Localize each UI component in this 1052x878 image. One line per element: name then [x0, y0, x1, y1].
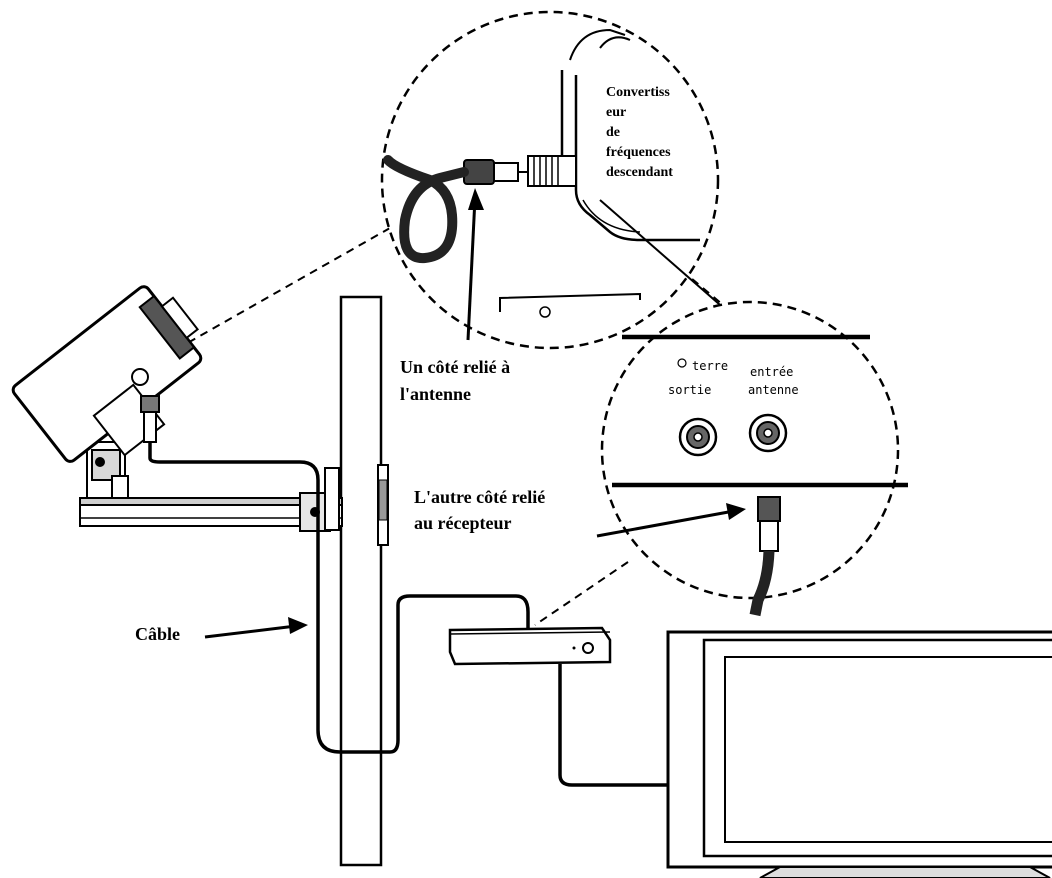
mounting-pole	[339, 295, 389, 867]
zoom-circle-receiver	[596, 300, 908, 617]
output-label: sortie	[668, 383, 711, 397]
receiver-side-label-line-1: L'autre côté relié	[414, 487, 545, 507]
cable-arrow	[204, 617, 308, 639]
input-label-line-2: antenne	[748, 383, 799, 397]
television	[666, 630, 1052, 878]
receiver-tv-cable	[558, 664, 668, 787]
ground-label: terre	[692, 359, 728, 373]
ground-terminal-icon	[677, 358, 687, 368]
converter-label-line-1: Convertiss	[606, 85, 670, 100]
converter-label: Convertiss eur de fréquences descendant	[606, 85, 673, 180]
antenna-connector	[140, 395, 160, 443]
converter-label-line-3: de	[606, 125, 620, 140]
coax-cable	[148, 442, 530, 754]
converter-label-line-4: fréquences	[606, 145, 671, 160]
antenna-side-label-line-2: l'antenne	[400, 384, 471, 404]
antenna-panel	[11, 285, 203, 463]
leader-line-top-left	[183, 227, 391, 346]
leader-line-bottom	[534, 561, 629, 626]
input-label-line-1: entrée	[750, 365, 793, 379]
cable-label: Câble	[135, 624, 180, 644]
mounting-arm	[79, 441, 343, 532]
converter-label-line-5: descendant	[606, 165, 673, 180]
output-port	[678, 417, 718, 457]
antenna-side-label-line-1: Un côté relié à	[400, 357, 510, 377]
input-port	[748, 413, 788, 453]
zoom-circle-converter	[380, 10, 736, 350]
receiver-plug	[749, 496, 781, 617]
receiver-box	[448, 626, 612, 666]
converter-label-line-2: eur	[606, 105, 626, 120]
receiver-side-label-line-2: au récepteur	[414, 513, 511, 533]
f-connector-plug	[463, 159, 528, 185]
